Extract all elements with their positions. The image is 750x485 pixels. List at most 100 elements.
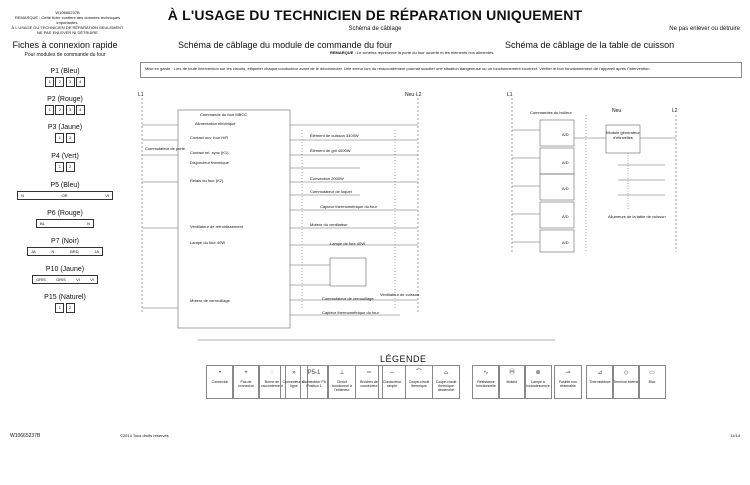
- no-destroy-line: NE PAS ENLEVER NI DÉTRUIRE: [37, 30, 98, 35]
- thermal-cutout-symbol-icon: ⌒: [415, 370, 422, 376]
- connector-p15: P15 (Naturel) 1 2: [15, 294, 115, 313]
- connector-pins: 1 2: [15, 162, 115, 172]
- pin: N: [51, 249, 55, 254]
- legend-item-fuse: ⊸Fusible non réarmable: [554, 365, 582, 399]
- pin: 1: [55, 303, 65, 313]
- cooktop-l1-label: L1: [507, 92, 513, 98]
- legend-label: Conducteur simple: [382, 380, 402, 388]
- footer-page-number: 11/14: [730, 433, 740, 438]
- header-remarks: W10665237B REMARQUE : Cette fiche contie…: [10, 10, 125, 35]
- oven-neu-label: Neu: [405, 92, 415, 98]
- oven-l1-label: L1: [138, 92, 144, 98]
- footer-copyright: ©2014 Tous droits réservés: [120, 433, 169, 438]
- pin: N: [21, 193, 24, 198]
- legend-item-thermal-cutout-tripped: ⌓Coupe-circuit thermique déclenché: [432, 365, 460, 399]
- oven-control-module: [177, 109, 291, 329]
- component-label: Commutateur de verrouillage: [322, 296, 374, 301]
- warning-box: [140, 62, 742, 78]
- legend-label: Moteur: [506, 380, 518, 384]
- connector-p2: P2 (Rouge) 1 2 3 4: [15, 96, 115, 115]
- tech-only-line: À L'USAGE DU TECHNICIEN DE RÉPARATION SE…: [11, 25, 124, 30]
- external-circuit-symbol-icon: ⊥: [339, 370, 345, 376]
- legend-item-thermistor: ⊿ Thermistance: [586, 365, 614, 399]
- connector-pins: N OR VI: [17, 191, 113, 200]
- pin: BRD: [70, 249, 79, 254]
- spark-module-label: Module générateur d'étincelles: [606, 130, 640, 140]
- legend-label: Connexion: [211, 380, 229, 384]
- pin: 2: [65, 303, 75, 313]
- thermistor-symbol-icon: ⊿: [597, 370, 603, 376]
- component-label: Ventilateur de refroidissement: [190, 224, 243, 229]
- legend-label: Terminal interne: [613, 380, 639, 384]
- legend-label: Borne de raccordement: [261, 380, 283, 388]
- legend-label: Résistance fonctionnelle: [476, 380, 496, 388]
- spark-module-box: [605, 124, 641, 154]
- component-label: Moteur du ventilateur: [310, 222, 348, 227]
- legend-label: Coupe-circuit thermique: [408, 380, 430, 388]
- pin: 3: [65, 77, 75, 87]
- legend-title: LÉGENDE: [380, 354, 427, 364]
- legend-item-thermal-cutout: ⌒ Coupe-circuit thermique: [405, 365, 433, 399]
- connector-pins: 1 2 3 4: [15, 105, 115, 115]
- burner-controls-label: Commandes du brûleur: [530, 110, 572, 115]
- legend-label: Connecteur P5 Position 1: [302, 380, 326, 388]
- pin: 2: [55, 105, 65, 115]
- pin: VI: [105, 193, 109, 198]
- legend-item-lamp: ⊗ Lampe à incandescence: [524, 365, 552, 399]
- part-number-top: W10665237B: [55, 10, 80, 15]
- burner-switch-5: [539, 229, 575, 253]
- component-label: Moteur de verrouillage: [190, 298, 230, 303]
- legend-item-terminal: ◌Borne de raccordement: [258, 365, 286, 399]
- thermal-cutout-tripped-symbol-icon: ⌓: [443, 370, 449, 376]
- switch-label: A/D: [562, 132, 569, 137]
- pin: N: [87, 221, 90, 226]
- legend-label: Pas de connexion: [238, 380, 254, 388]
- connector-pins-symbol-icon: ═: [366, 370, 372, 376]
- motor-symbol-icon: Ⓜ: [508, 370, 515, 376]
- connector-label: P2 (Rouge): [47, 96, 83, 103]
- note-text: Le schéma représente la porte du four ou…: [356, 50, 495, 55]
- footer-part-number: W10665237B: [10, 433, 41, 439]
- legend-item-external-circuit: ⊥ Circuit fonctionnel à l'extérieur: [328, 365, 356, 399]
- connector-pins: BL N: [36, 219, 94, 228]
- component-label: Disjoncteur thermique: [190, 160, 229, 165]
- connector-label: P1 (Bleu): [50, 68, 80, 75]
- pin: 1: [45, 105, 55, 115]
- connector-pins: 1 2: [15, 133, 115, 143]
- block-symbol-icon: ▭: [649, 370, 655, 376]
- connector-pins: 1 2: [15, 303, 115, 313]
- legend-item-inline-connector: »Connecteur en ligne: [280, 365, 308, 399]
- connector-p1: P1 (Bleu) 1 2 3 4: [15, 68, 115, 87]
- connector-p4: P4 (Vert) 1 2: [15, 153, 115, 172]
- connector-p3: P3 (Jaune) 1 2: [15, 124, 115, 143]
- connection-symbol-icon: •: [218, 370, 222, 376]
- latch-box: [329, 257, 367, 287]
- legend-item-motor: Ⓜ Moteur: [498, 365, 526, 399]
- legend-item-connection: • Connexion: [206, 365, 234, 399]
- legend-label: Broches de connecteur: [360, 380, 378, 388]
- p5-connector-symbol-icon: P5-1: [307, 370, 321, 376]
- component-label: Contact ouv. four H/R: [190, 135, 229, 140]
- switch-label: A/D: [562, 160, 569, 165]
- component-label: Lampe du four 40W: [190, 240, 226, 245]
- pin: 1: [55, 133, 65, 143]
- legend-label: Fusible non réarmable: [558, 380, 578, 388]
- legend-label: Bloc: [648, 380, 656, 384]
- burner-switch-1: [539, 119, 575, 147]
- oven-schematic-note: REMARQUE : Le schéma représente la porte…: [330, 50, 750, 55]
- pin: GRIS: [36, 277, 46, 282]
- legend-label: Circuit fonctionnel à l'extérieur: [332, 380, 352, 392]
- connector-label: P10 (Jaune): [45, 266, 85, 273]
- legend-item-block: ▭ Bloc: [638, 365, 666, 399]
- warning-text: Mise en garde : Lors de toute interventi…: [145, 66, 651, 71]
- quick-connect-subtitle: Pour modules de commande du four: [24, 52, 106, 58]
- switch-label: A/D: [562, 214, 569, 219]
- component-label: Commutateur de loquet: [310, 189, 352, 194]
- cooktop-l2-label: L2: [672, 108, 678, 114]
- component-label: Lampe de four 40W: [330, 241, 366, 246]
- connector-pins: 1 2 3 4: [15, 77, 115, 87]
- legend-label: Lampe à incandescence: [526, 380, 550, 388]
- lamp-symbol-icon: ⊗: [535, 370, 541, 376]
- legend-label: Thermistance: [589, 380, 611, 384]
